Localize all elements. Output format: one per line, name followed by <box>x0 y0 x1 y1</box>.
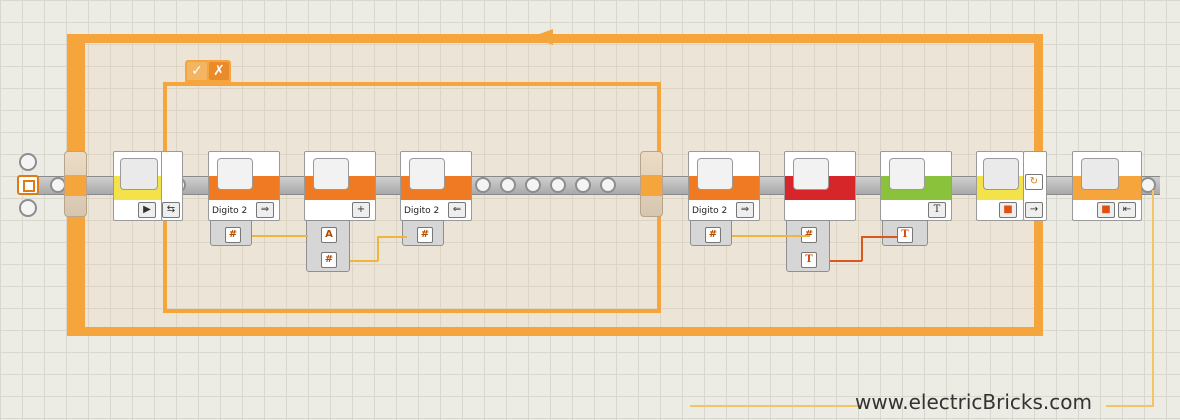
display-block[interactable]: T <box>880 151 952 221</box>
beam-stud <box>600 177 616 193</box>
read-arrow-icon: ⇒ <box>736 202 754 218</box>
switch-false-tab[interactable]: ✗ <box>209 62 229 80</box>
suitcase-icon <box>217 158 253 190</box>
beam-stud <box>550 177 566 193</box>
read-arrow-icon: ⇒ <box>256 202 274 218</box>
display-data-hub: T <box>882 220 928 246</box>
compare-icon <box>983 158 1019 190</box>
compare-block[interactable]: ▶ <box>113 151 163 221</box>
beam-stud <box>575 177 591 193</box>
beam-stud <box>525 177 541 193</box>
switch-true-tab[interactable]: ✓ <box>187 62 207 80</box>
start-point-icon[interactable] <box>17 175 39 195</box>
switch-start-block[interactable]: ⇆ <box>161 151 183 221</box>
loop-end-arrow-icon: → <box>1025 202 1043 218</box>
data-wire <box>252 235 308 237</box>
variable-name-label: Digito 2 <box>212 206 248 216</box>
loop-back-arrow-icon <box>531 29 553 45</box>
number-plug-icon[interactable]: # <box>705 227 721 243</box>
suitcase-icon <box>409 158 445 190</box>
wait-arrow-icon: ⇤ <box>1118 202 1136 218</box>
text-plug-icon[interactable]: T <box>801 252 817 268</box>
hourglass-icon <box>1081 158 1119 190</box>
variable-data-hub: # <box>690 220 732 246</box>
plus-icon: + <box>352 202 370 218</box>
display-icon <box>889 158 925 190</box>
write-arrow-icon: ⇐ <box>448 202 466 218</box>
variable-name-label: Digito 2 <box>692 206 728 216</box>
suitcase-icon <box>697 158 733 190</box>
stop-icon: ■ <box>999 202 1017 218</box>
switch-port-icon: ⇆ <box>162 202 180 218</box>
switch-tabs[interactable]: ✓ ✗ <box>185 60 231 83</box>
variable-data-hub: # <box>210 220 252 246</box>
logic-plug-icon[interactable]: A <box>321 227 337 243</box>
switch-end-pill[interactable] <box>640 151 663 217</box>
math-icon <box>313 158 349 190</box>
math-block[interactable]: + <box>304 151 376 221</box>
text-plug-icon[interactable]: T <box>897 227 913 243</box>
data-wire <box>350 260 378 262</box>
number-plug-icon[interactable]: # <box>321 252 337 268</box>
data-wire <box>377 236 379 261</box>
watermark-line <box>690 405 860 407</box>
number-to-text-data-hub: # T <box>786 220 830 272</box>
number-to-text-block[interactable] <box>784 151 856 221</box>
math-data-hub: A # <box>306 220 350 272</box>
compare-block-2[interactable]: ■ <box>976 151 1024 221</box>
beam-stud <box>475 177 491 193</box>
loop-icon: ↻ <box>1025 174 1043 190</box>
play-icon: ▶ <box>138 202 156 218</box>
text-data-wire <box>830 260 862 262</box>
text-data-wire <box>861 236 897 238</box>
variable-block-write[interactable]: Digito 2 ⇐ <box>400 151 472 221</box>
number-plug-icon[interactable]: # <box>225 227 241 243</box>
loop-start-pill[interactable] <box>64 151 87 217</box>
loop-end-block[interactable]: ↻ → <box>1023 151 1047 221</box>
number-to-text-icon <box>793 158 829 190</box>
variable-name-label: Digito 2 <box>404 206 440 216</box>
start-stud-top[interactable] <box>19 153 37 171</box>
data-wire <box>732 235 810 237</box>
variable-block-read-2[interactable]: Digito 2 ⇒ <box>688 151 760 221</box>
stop-icon: ■ <box>1097 202 1115 218</box>
text-data-wire <box>861 236 863 261</box>
wait-block[interactable]: ■ ⇤ <box>1072 151 1142 221</box>
variable-data-hub: # <box>402 220 444 246</box>
watermark-line <box>1152 190 1154 407</box>
number-plug-icon[interactable]: # <box>417 227 433 243</box>
beam-stud <box>500 177 516 193</box>
compare-icon <box>120 158 158 190</box>
text-icon: T <box>928 202 946 218</box>
watermark-line <box>1106 405 1154 407</box>
data-wire <box>377 236 407 238</box>
variable-block-read[interactable]: Digito 2 ⇒ <box>208 151 280 221</box>
start-stud-bottom[interactable] <box>19 199 37 217</box>
watermark-text: www.electricBricks.com <box>855 390 1092 414</box>
